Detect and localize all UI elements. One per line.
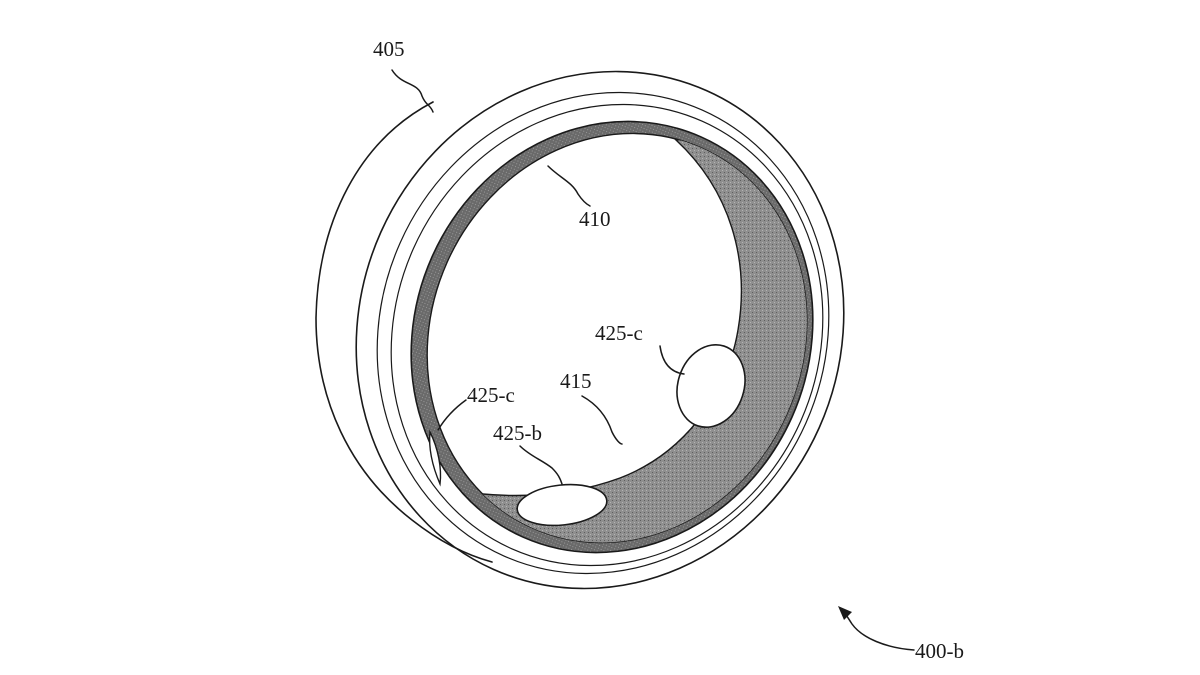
leader-415 (581, 395, 623, 445)
leader-410 (547, 165, 591, 207)
leader-400-b (841, 609, 915, 651)
chamfer-ring-2 (390, 103, 824, 567)
arrowhead-400-b (838, 606, 852, 620)
label-400-b: 400-b (915, 639, 964, 663)
inner-surface-415 (439, 119, 861, 561)
outer-rim-ellipse (355, 70, 845, 590)
outer-housing (315, 70, 845, 590)
leader-425-b (519, 445, 563, 485)
label-425-b: 425-b (493, 421, 542, 445)
outer-housing-silhouette (315, 101, 493, 563)
inner-bore (410, 119, 861, 561)
reference-labels: 405 410 425-c 415 425-c 425-b 400-b (373, 37, 964, 663)
chamfer-ring-1 (376, 91, 830, 575)
leader-405 (391, 69, 434, 113)
sensor-425-b (516, 483, 608, 527)
label-410: 410 (579, 207, 611, 231)
label-425-c-right: 425-c (595, 321, 643, 345)
label-405: 405 (373, 37, 405, 61)
leader-425-c-right (659, 345, 685, 375)
leader-425-c-left (437, 399, 467, 431)
label-425-c-left: 425-c (467, 383, 515, 407)
label-415: 415 (560, 369, 592, 393)
sensor-425-c-left (428, 429, 442, 487)
leader-lines (391, 69, 915, 651)
sensor-425-c-right (676, 343, 746, 429)
